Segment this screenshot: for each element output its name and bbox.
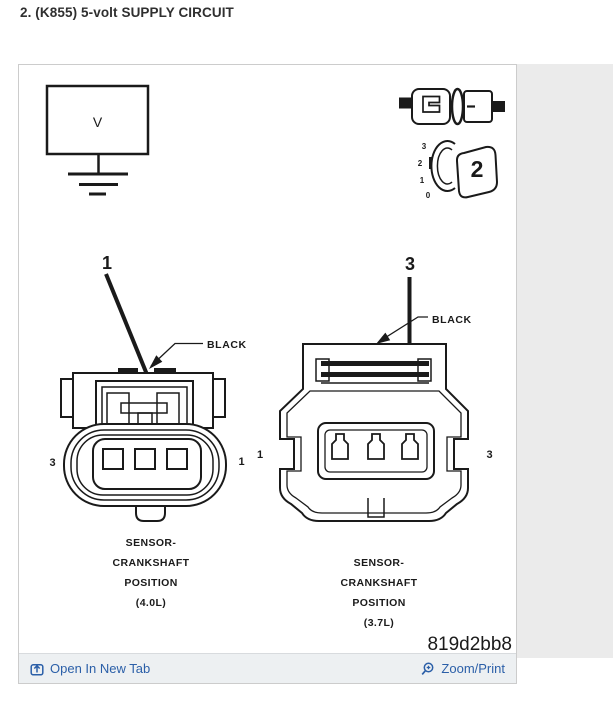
caption-4-0l-line3: POSITION (124, 577, 177, 589)
black-wire-label-right: BLACK (376, 314, 472, 344)
wire-connector-pair-icon (399, 87, 505, 126)
connector-4-0l-drawing: 3 1 (49, 368, 245, 522)
caption-4-0l-line1: SENSOR- (126, 537, 177, 549)
caption-3-7l-line3: POSITION (352, 597, 405, 609)
caption-4-0l-line2: CRANKSHAFT (113, 557, 190, 569)
selector-scale-3: 3 (422, 142, 427, 151)
pin-label-left-3: 3 (49, 457, 55, 469)
diagram-footer: Open In New Tab Zoom/Print (19, 653, 516, 683)
page-title: 2. (K855) 5-volt SUPPLY CIRCUIT (20, 5, 234, 20)
connector-position-icon: 3 2 1 0 2 (418, 140, 499, 200)
black-wire-label-left: BLACK (149, 339, 247, 369)
ground-icon (68, 172, 128, 196)
voltmeter-label: V (93, 114, 103, 130)
open-in-new-tab-link[interactable]: Open In New Tab (30, 661, 150, 676)
pin-label-right-1: 1 (257, 449, 263, 461)
open-in-new-tab-icon (30, 663, 44, 676)
page-background-band (517, 64, 613, 658)
zoom-in-icon (421, 662, 434, 675)
voltmeter-symbol: V (45, 84, 150, 174)
black-label-left-text: BLACK (207, 339, 247, 351)
callout-3-label: 3 (405, 254, 415, 274)
pin-label-right-3: 3 (486, 449, 492, 461)
selector-scale-1: 1 (420, 176, 425, 185)
zoom-print-label: Zoom/Print (441, 661, 505, 676)
black-label-right-text: BLACK (432, 314, 472, 326)
pin-label-left-1: 1 (238, 456, 244, 468)
diagram-panel: V 3 2 1 0 2 (18, 64, 517, 684)
open-in-new-tab-label: Open In New Tab (50, 661, 151, 676)
caption-3-7l-line2: CRANKSHAFT (341, 577, 418, 589)
caption-3-7l: SENSOR- CRANKSHAFT POSITION (3.7L) (341, 557, 418, 629)
caption-3-7l-line4: (3.7L) (364, 617, 394, 629)
selector-scale-2: 2 (418, 159, 423, 168)
connector-3-7l-drawing: 1 3 (257, 343, 493, 522)
selector-scale-0: 0 (426, 191, 431, 200)
caption-4-0l-line4: (4.0L) (136, 597, 166, 609)
caption-3-7l-line1: SENSOR- (354, 557, 405, 569)
selector-value-label: 2 (471, 156, 484, 182)
wiring-diagram: V 3 2 1 0 2 (19, 65, 516, 653)
figure-id: 819d2bb8 (427, 634, 512, 653)
callout-1-label: 1 (102, 253, 112, 273)
zoom-print-link[interactable]: Zoom/Print (421, 661, 505, 676)
caption-4-0l: SENSOR- CRANKSHAFT POSITION (4.0L) (113, 537, 190, 609)
